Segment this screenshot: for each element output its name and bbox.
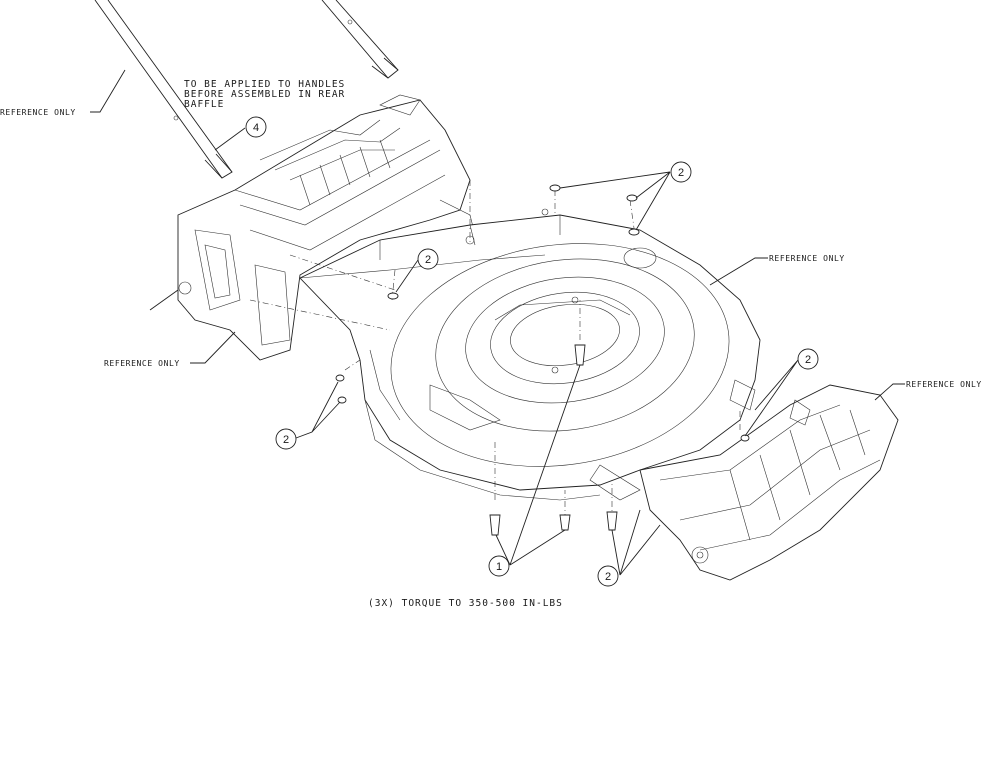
mower-deck xyxy=(299,208,761,501)
bolt-rear-left xyxy=(387,292,399,300)
handle-note-line-2: BEFORE ASSEMBLED IN REAR xyxy=(184,89,345,100)
reference-label-front-baffle: REFERENCE ONLY xyxy=(906,380,982,389)
callout-blade-bolts: 1 xyxy=(488,555,510,577)
blade-bolt-2 xyxy=(559,514,571,531)
blade-bolt-1 xyxy=(489,514,501,536)
callout-number: 2 xyxy=(283,434,289,446)
callout-number: 4 xyxy=(253,122,259,134)
callout-handle-tape: 4 xyxy=(245,116,267,138)
callout-number: 2 xyxy=(605,571,611,583)
callout-number: 2 xyxy=(425,254,431,266)
fasteners xyxy=(335,184,750,536)
callout-left-bolt: 2 xyxy=(417,248,439,270)
bolt-rear-top-3 xyxy=(628,228,640,236)
reference-label-deck: REFERENCE ONLY xyxy=(769,254,845,263)
bolt-side-2 xyxy=(337,396,347,404)
callout-front-bolts-right: 2 xyxy=(797,348,819,370)
callout-rear-bolts-left: 2 xyxy=(275,428,297,450)
blade-bolt-3 xyxy=(574,344,586,366)
handle-note-line-1: TO BE APPLIED TO HANDLES xyxy=(184,79,345,90)
bolt-rear-top-1 xyxy=(549,184,561,192)
callout-rear-bolts-top: 2 xyxy=(670,161,692,183)
reference-label-handle: REFERENCE ONLY xyxy=(0,108,76,117)
bolt-front-1 xyxy=(606,511,618,531)
callout-number: 1 xyxy=(496,561,502,573)
leader-lines xyxy=(90,69,905,576)
front-baffle xyxy=(639,384,899,581)
bolt-front-2 xyxy=(740,434,750,442)
bolt-rear-top-2 xyxy=(626,194,638,202)
reference-label-rear-baffle: REFERENCE ONLY xyxy=(104,359,180,368)
callout-number: 2 xyxy=(805,354,811,366)
handle-note-line-3: BAFFLE xyxy=(184,99,224,110)
callout-front-bolts-bottom: 2 xyxy=(597,565,619,587)
bolt-side-1 xyxy=(335,374,345,382)
callout-number: 2 xyxy=(678,167,684,179)
handle-tubes xyxy=(94,0,399,179)
torque-note: (3X) TORQUE TO 350-500 IN-LBS xyxy=(368,598,563,609)
rear-baffle-assembly xyxy=(149,94,476,361)
